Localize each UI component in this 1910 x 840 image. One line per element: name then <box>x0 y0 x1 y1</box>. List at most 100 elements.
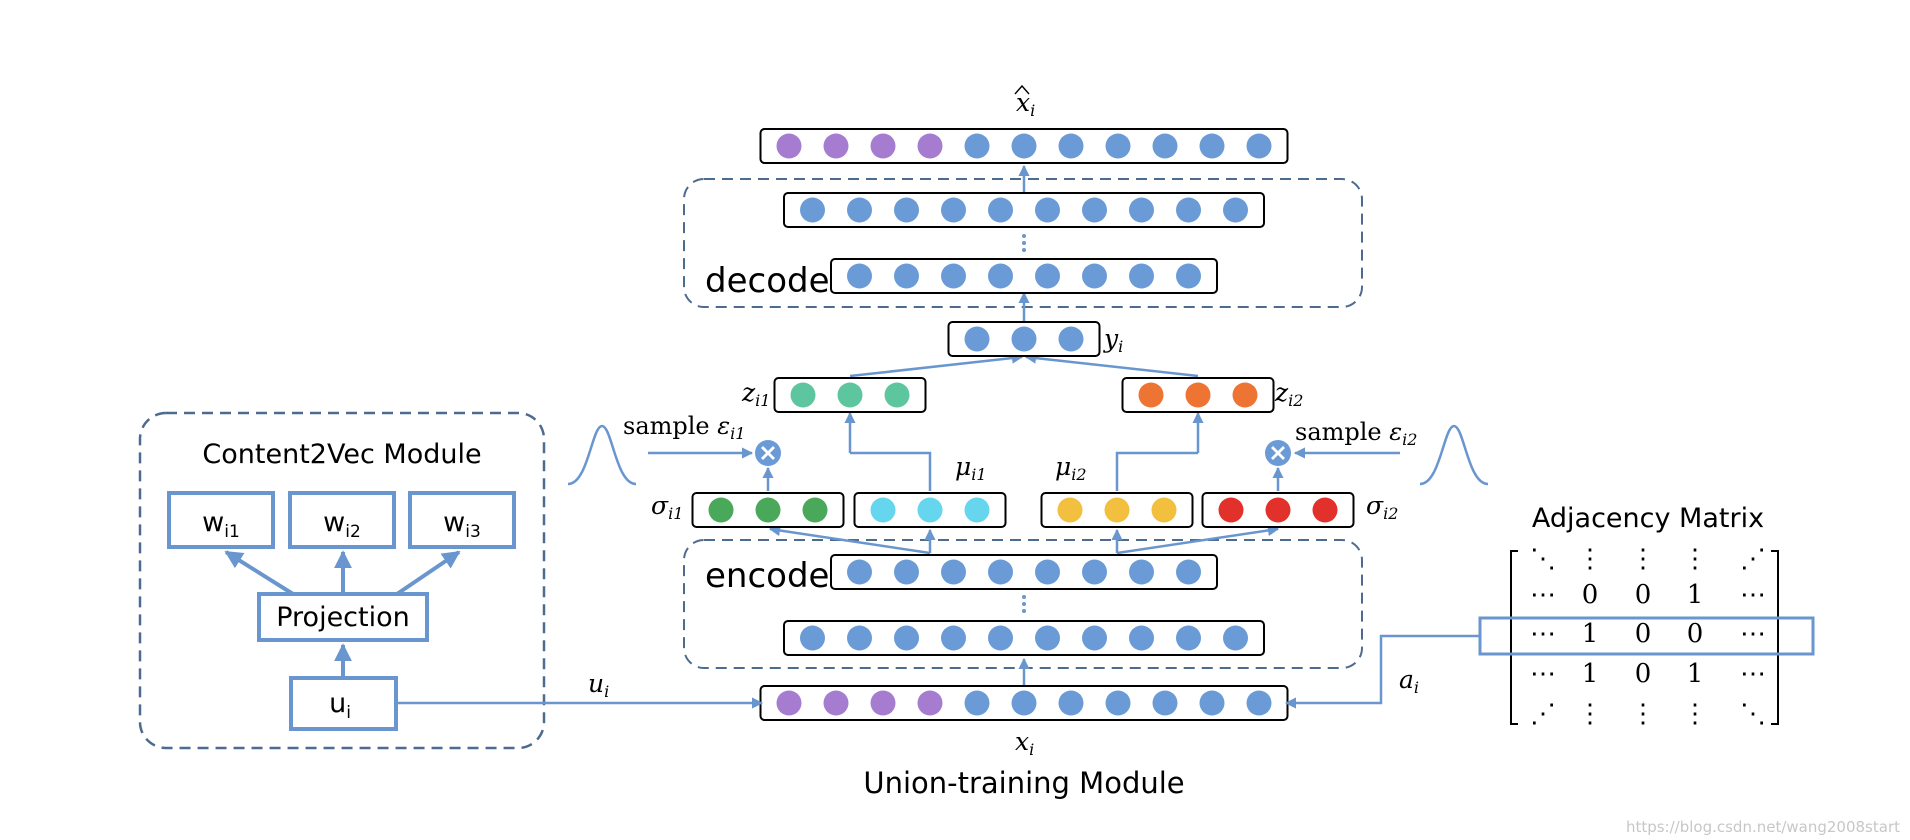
x-i-layer-node <box>1199 690 1225 716</box>
z-i1-layer-node <box>790 382 816 408</box>
x-i-layer-node <box>917 690 943 716</box>
multiply-node-1 <box>755 440 781 466</box>
a-i-edge-label: ai <box>1399 665 1419 697</box>
encoder-layer-2-node <box>1082 559 1107 585</box>
sample-eps-i1-label: sample εi1 <box>623 412 745 443</box>
matrix-cell: 1 <box>1582 619 1599 649</box>
encoder-layer-1-node <box>988 625 1013 651</box>
sigma-i1-layer-node <box>708 497 734 523</box>
arrow-projection-to-w-i1 <box>224 550 295 596</box>
w-i2-label: wi2 <box>323 507 361 542</box>
encoder-layer-2-node <box>1176 559 1201 585</box>
z-i1-layer <box>773 377 927 413</box>
z-i2-label: zi2 <box>1274 378 1303 410</box>
matrix-cell: ⋰ <box>1740 544 1766 574</box>
z-i2-layer-node <box>1185 382 1211 408</box>
encoder-layer-1-node <box>1176 625 1201 651</box>
encoder-layer-2-node <box>1035 559 1060 585</box>
line-mu2-to-z2 <box>1115 451 1198 491</box>
matrix-cell: 0 <box>1582 580 1599 610</box>
x-hat-layer-node <box>1105 133 1131 159</box>
matrix-highlight-row <box>1478 616 1815 656</box>
sigma-i2-layer <box>1201 492 1355 528</box>
matrix-cell: ⋮ <box>1630 699 1656 729</box>
matrix-cell: ⋮ <box>1577 544 1603 574</box>
mu-i1-layer <box>853 492 1007 528</box>
decoder-layer-1-node <box>847 263 872 289</box>
x-hat-layer-node <box>917 133 943 159</box>
x-hat-layer-node <box>1152 133 1178 159</box>
line-mu1-to-z1 <box>850 451 932 491</box>
decoder-layer-2-node <box>988 197 1013 223</box>
x-hat-label: xi <box>1014 84 1035 120</box>
x-i-layer-node <box>776 690 802 716</box>
mu-i2-layer-node <box>1151 497 1177 523</box>
arrow-z1-to-y <box>849 352 1024 378</box>
x-hat-layer-node <box>870 133 896 159</box>
encoder-layer-2-node <box>894 559 919 585</box>
matrix-cell: 0 <box>1635 619 1652 649</box>
matrix-cell: 1 <box>1582 659 1599 689</box>
w-i3-box <box>408 491 516 549</box>
decoder-layer-1-node <box>1082 263 1107 289</box>
u-i-box <box>289 676 398 731</box>
x-i-layer-node <box>1152 690 1178 716</box>
mu-i1-layer-node <box>917 497 943 523</box>
w-i1-box <box>167 491 275 549</box>
matrix-cell: ⋯ <box>1740 580 1766 610</box>
sigma-i1-layer-node <box>802 497 828 523</box>
z-i1-label: zi1 <box>741 378 770 410</box>
matrix-cell: ⋯ <box>1740 619 1766 649</box>
x-hat-layer-node <box>823 133 849 159</box>
x-i-layer-node <box>1105 690 1131 716</box>
matrix-cell: 1 <box>1687 580 1704 610</box>
decoder-layer-2-node <box>894 197 919 223</box>
x-hat-layer-node <box>1058 133 1084 159</box>
decoder-layer-1-node <box>941 263 966 289</box>
encoder-layer-1-node <box>800 625 825 651</box>
neuron-layers <box>691 128 1355 721</box>
y-i-label: yi <box>1103 324 1123 356</box>
content2vec-title: Content2Vec Module <box>202 439 481 470</box>
decoder-layer-1-node <box>988 263 1013 289</box>
encoder-label: encoder <box>705 556 843 596</box>
mu-i2-layer-node <box>1104 497 1130 523</box>
matrix-cell: ⋰ <box>1530 699 1556 729</box>
decoder-layer-2-node <box>941 197 966 223</box>
gaussian-curve-1 <box>567 424 637 486</box>
z-i2-layer <box>1121 377 1275 413</box>
decoder-layer-1-node <box>1035 263 1060 289</box>
w-i2-box <box>288 491 396 549</box>
matrix-cell: 0 <box>1635 580 1652 610</box>
sigma-i2-layer-node <box>1218 497 1244 523</box>
w-i3-label: wi3 <box>443 507 481 542</box>
u-i-edge-label: ui <box>588 669 609 701</box>
decoder-layer-2-node <box>847 197 872 223</box>
sample-eps-i2-label: sample εi2 <box>1295 418 1417 449</box>
mu-i1-layer-node <box>870 497 896 523</box>
union-training-module: decoder encoder <box>396 84 1489 800</box>
x-hat-layer-node <box>776 133 802 159</box>
x-i-layer-node <box>1011 690 1037 716</box>
content2vec-module: Content2Vec Module wi1 wi2 wi3 Projectio… <box>138 411 546 750</box>
decoder-layer-2-node <box>1082 197 1107 223</box>
content2vec-dashed-frame <box>138 411 546 750</box>
decoder-layer-2-node <box>1223 197 1248 223</box>
encoder-layer-2-node <box>1129 559 1154 585</box>
matrix-cell: ⋯ <box>1530 580 1556 610</box>
decoder-layer-1-node <box>1129 263 1154 289</box>
encoder-layer-1-node <box>1035 625 1060 651</box>
encoder-layer-1-node <box>941 625 966 651</box>
x-i-layer-node <box>870 690 896 716</box>
arrow-projection-to-w-i3 <box>395 550 461 596</box>
mu-i1-label: μi1 <box>955 452 987 484</box>
encoder-ellipsis-dots <box>1022 595 1026 613</box>
encoder-layer-1-node <box>894 625 919 651</box>
encoder-layer-1-node <box>847 625 872 651</box>
y-layer-node <box>964 326 990 352</box>
arrow-encoder-to-sigma1 <box>768 524 931 555</box>
matrix-left-bracket <box>1510 550 1518 725</box>
matrix-cell: 1 <box>1687 659 1704 689</box>
x-hat-layer-node <box>1246 133 1272 159</box>
x-i-layer-node <box>1246 690 1272 716</box>
